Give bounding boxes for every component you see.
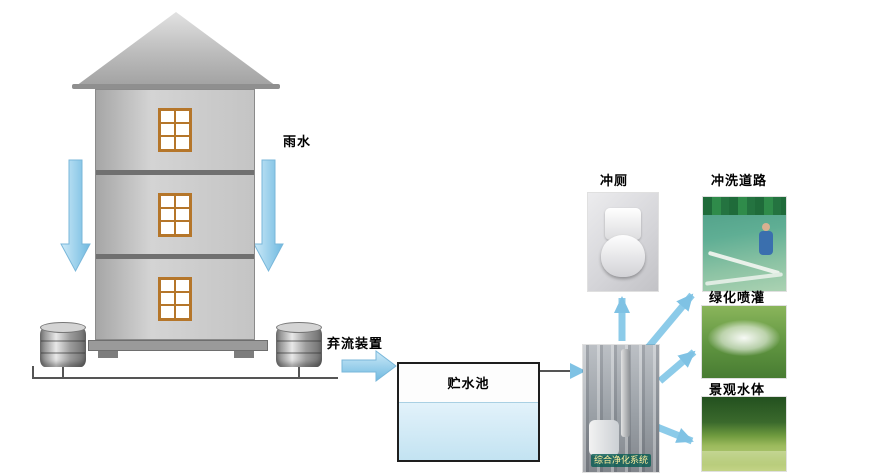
storage-tank-water [399, 402, 538, 460]
water-glow-shape [702, 451, 786, 465]
house-body [95, 89, 255, 340]
diversion-device-label: 弃流装置 [327, 336, 384, 351]
rain-flow-arrow-right [253, 159, 284, 273]
to-storage-arrow [341, 350, 397, 382]
collection-pipe [32, 366, 338, 379]
purification-system-label: 综合净化系统 [590, 454, 652, 467]
house-floor-top [96, 90, 254, 170]
to-irrigation-arrow [657, 349, 697, 384]
landscape-water-photo [702, 397, 786, 471]
sprinkler-spray-shape [708, 319, 780, 356]
road-washing-label: 冲洗道路 [711, 173, 768, 188]
window-icon [158, 277, 192, 322]
purification-system-photo: 综合净化系统 [583, 345, 659, 472]
purification-tank-shape [589, 420, 619, 456]
to-road-washing-arrow [643, 292, 695, 353]
water-jet-shape [705, 272, 783, 286]
purification-pipe-shape [621, 349, 630, 437]
toilet-tank-shape [605, 208, 641, 240]
window-icon [158, 107, 192, 152]
irrigation-photo [702, 306, 786, 378]
toilet-label: 冲厕 [600, 173, 629, 188]
irrigation-label: 绿化喷灌 [709, 290, 766, 305]
landscape-label: 景观水体 [709, 382, 766, 397]
house-floor-bottom [96, 254, 254, 340]
house-foot-right [234, 351, 254, 358]
house-floor-middle [96, 169, 254, 255]
rain-flow-arrow-left [60, 159, 91, 273]
to-landscape-arrow [655, 423, 694, 445]
storage-tank: 贮水池 [397, 362, 540, 462]
worker-body-shape [759, 231, 773, 255]
house-eave [72, 84, 280, 89]
house-foot-left [98, 351, 118, 358]
storage-tank-label: 贮水池 [447, 376, 490, 391]
rain-barrel-left [40, 322, 86, 367]
worker-head-shape [762, 223, 770, 231]
window-icon [158, 192, 192, 237]
toilet-bowl-shape [601, 235, 645, 277]
road-washing-photo [703, 197, 786, 291]
rainwater-label: 雨水 [283, 134, 312, 149]
rain-barrel-right [276, 322, 322, 367]
house-base [88, 340, 268, 351]
toilet-photo [588, 193, 658, 291]
to-purification-arrowhead [570, 363, 586, 379]
plants-strip [703, 197, 786, 215]
